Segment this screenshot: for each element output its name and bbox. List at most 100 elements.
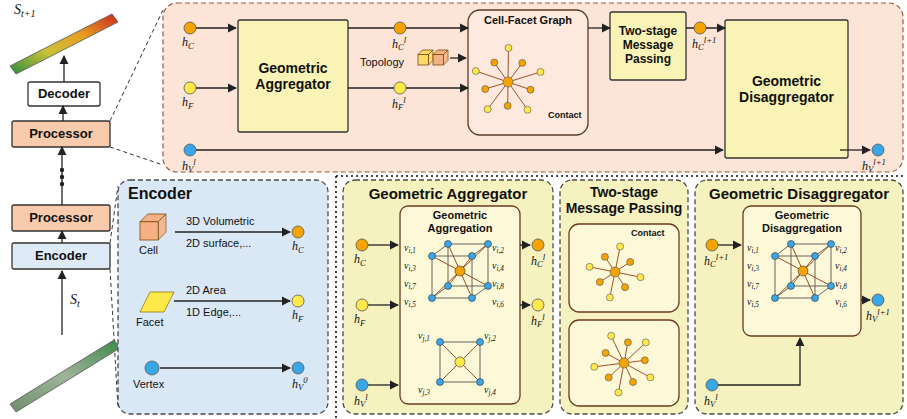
arrow [368,304,398,305]
feature-dot [394,22,406,34]
subscript: i,6 [496,301,503,309]
subscript: i,8 [839,283,846,291]
subscript: i,6 [839,301,846,309]
graph-node [615,389,622,396]
graph-node [617,243,624,250]
feature-dot [184,22,196,34]
processor-box: Processor [12,121,110,147]
annotation: 2D surface,... [186,237,251,249]
superscript: l [715,392,717,402]
arrow [368,384,398,385]
math-symbol: hVl+1 [862,158,886,175]
math-symbol: hCl+1 [704,253,728,270]
symbol: v [404,260,408,271]
subscript: i,1 [751,247,758,255]
feature-dot [292,295,304,307]
feature-dot [532,239,544,251]
math-symbol: hVl+1 [866,308,890,325]
vertex-dot [812,253,819,260]
subscript: i,2 [496,247,503,255]
arrow [520,304,530,305]
vertex-dot [772,253,779,260]
math-symbol: vi,2 [492,242,504,256]
subscript: j,2 [488,335,495,343]
subscript: j,4 [488,389,495,397]
text-holder: Processor [29,211,93,226]
disaggregator-box-shape [725,20,848,158]
processor-box: Processor [12,205,110,231]
processor-box-shape [12,121,110,147]
box-label: Encoder [35,249,87,264]
arrow [160,367,290,368]
mesh-edge [791,286,831,287]
arrow [718,244,741,245]
connector [348,27,468,28]
symbol: v [747,296,751,307]
feature-dot [532,299,544,311]
vertex-dot [469,295,476,302]
text-holder: Processor [29,127,93,142]
math-symbol: vi,6 [492,296,504,310]
facet-icon [140,292,174,312]
symbol: v [418,330,422,341]
subscript: i,1 [408,247,415,255]
symbol: v [404,296,408,307]
subscript: i,4 [839,265,846,273]
arrows [62,28,870,385]
feature-dot [184,82,196,94]
superscript: l [365,392,367,402]
vertex-dot [429,295,436,302]
ellipsis-dot [60,175,64,179]
subscript: F [360,318,365,328]
mesh-edge [432,256,433,298]
box-label: Geometric Aggregator [238,60,348,92]
feature-dot [872,144,884,156]
mesh-edge [488,244,489,286]
math-symbol: vi,7 [747,278,759,292]
message-passing-box-shape [610,12,686,80]
subscript: i,5 [751,301,758,309]
graph-node [641,357,648,364]
aggregator-panel: Geometric AggregatorGeometric Aggregatio… [343,180,553,414]
subscript: V [188,164,193,174]
processor-detail-panel [163,3,903,172]
math-symbol: hF [182,96,193,111]
symbol: h [866,309,872,323]
symbol: v [747,242,751,253]
message-passing-panel: Two-stage Message PassingContact [560,180,688,414]
disaggregation-box-shape [743,206,861,336]
graph-node [608,332,615,339]
superscript: l+1 [704,35,717,45]
math-symbol: vj,1 [418,330,430,344]
math-symbol: hFl [392,96,406,113]
symbol: S [70,292,77,307]
arrow [450,57,466,58]
subscript: j,3 [422,389,429,397]
feature-dot [872,294,884,306]
text-holder: Two-stage Message Passing [610,25,686,66]
math-symbol: vj,4 [484,384,496,398]
cube-icon [444,50,449,65]
stage-box [569,320,679,406]
aggregation-link [432,271,460,298]
arrow [61,271,62,335]
vertex-dot [437,379,444,386]
symbol: v [835,296,839,307]
box-label: Contact [631,228,675,238]
math-symbol: hC [354,253,366,268]
aggregator-panel-shape [343,180,553,414]
math-symbol: hFl [531,313,545,330]
symbol: v [747,278,751,289]
subscript: F [537,319,542,329]
encoder-box: Encoder [12,243,110,269]
box-label: Cell-Facet Graph [468,14,588,27]
vertex-dot [477,339,484,346]
superscript: l [404,35,406,45]
feature-dot [394,82,406,94]
graph-node [527,86,534,93]
math-symbol: vi,7 [404,278,416,292]
feature-dot [145,361,159,375]
vertex-dot [437,339,444,346]
disaggregator-box: Geometric Disaggregator [725,20,848,158]
encoder-box-shape [12,243,110,269]
